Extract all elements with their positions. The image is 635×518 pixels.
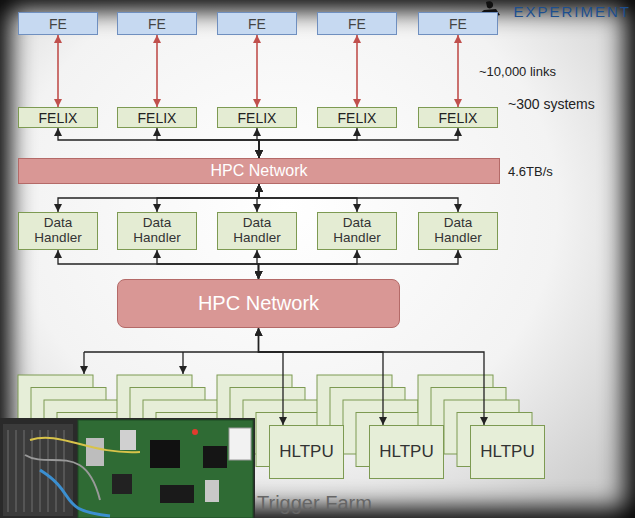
- bus-line: [84, 351, 259, 352]
- link-arrow: [156, 35, 158, 107]
- frontend-box: FE: [18, 12, 98, 35]
- node-text: HLTPU: [279, 442, 333, 462]
- node-text: Data Handler: [224, 216, 290, 246]
- frontend-box: FE: [418, 12, 498, 35]
- network-arrow: [259, 328, 284, 425]
- heat-sink-fins: [8, 430, 64, 512]
- hltpu-box: HLTPU: [269, 425, 344, 479]
- pcb: [78, 420, 253, 518]
- felix-box: FELIX: [317, 107, 397, 128]
- node-text: FELIX: [138, 110, 177, 126]
- network-arrow: [58, 128, 259, 158]
- component: [205, 480, 219, 502]
- bus-arrow: [182, 352, 183, 374]
- bandwidth-label: 4.6TB/s: [508, 164, 553, 179]
- board-photo: [0, 418, 255, 518]
- network-arrow: [58, 184, 259, 212]
- link-arrow: [457, 35, 459, 107]
- node-text: FE: [148, 16, 166, 32]
- chip: [150, 440, 180, 468]
- network-arrow: [259, 250, 459, 279]
- node-text: FE: [449, 16, 467, 32]
- node-text: HPC Network: [198, 292, 319, 315]
- node-text: FELIX: [338, 110, 377, 126]
- node-text: FELIX: [39, 110, 78, 126]
- network-band: HPC Network: [18, 158, 500, 184]
- node-text: HLTPU: [480, 442, 534, 462]
- logo-text: EXPERIMENT: [513, 3, 631, 20]
- link-arrow: [356, 35, 358, 107]
- cable: [30, 438, 140, 453]
- farm-label: Trigger Farm: [257, 492, 372, 515]
- network-arrow: [58, 250, 259, 279]
- chip: [112, 474, 132, 494]
- network-arrow: [259, 184, 458, 212]
- felix-box: FELIX: [117, 107, 197, 128]
- felix-box: FELIX: [18, 107, 98, 128]
- data-handler-box: Data Handler: [18, 212, 98, 250]
- node-text: FE: [248, 16, 266, 32]
- hltpu-box: HLTPU: [369, 425, 444, 479]
- node-text: Data Handler: [324, 216, 390, 246]
- chip: [160, 485, 194, 503]
- frontend-box: FE: [117, 12, 197, 35]
- network-arrow: [259, 328, 485, 425]
- chip: [203, 446, 227, 468]
- data-handler-box: Data Handler: [317, 212, 397, 250]
- node-text: HPC Network: [211, 162, 308, 180]
- component: [86, 438, 104, 466]
- node-text: FE: [49, 16, 67, 32]
- frontend-box: FE: [317, 12, 397, 35]
- node-text: Data Handler: [425, 216, 491, 246]
- component: [120, 430, 136, 450]
- bus-arrow: [83, 352, 84, 374]
- hltpu-box: HLTPU: [470, 425, 545, 479]
- network-arrow: [157, 184, 259, 212]
- node-text: FELIX: [439, 110, 478, 126]
- network-arrow: [157, 250, 259, 279]
- node-text: Data Handler: [124, 216, 190, 246]
- cable: [25, 455, 100, 500]
- felix-box: FELIX: [418, 107, 498, 128]
- data-handler-box: Data Handler: [418, 212, 498, 250]
- connector: [229, 428, 251, 460]
- network-arrow: [259, 128, 458, 158]
- network-arrow: [157, 128, 259, 158]
- link-arrow: [57, 35, 59, 107]
- cable: [40, 470, 110, 516]
- link-arrow: [256, 35, 258, 107]
- frontend-box: FE: [217, 12, 297, 35]
- felix-box: FELIX: [217, 107, 297, 128]
- node-text: Data Handler: [25, 216, 91, 246]
- network-arrow: [259, 128, 357, 158]
- network-box: HPC Network: [117, 279, 400, 328]
- photo-ground: [0, 418, 255, 518]
- data-handler-box: Data Handler: [117, 212, 197, 250]
- link-count: ~10,000 links: [479, 64, 556, 79]
- node-text: FELIX: [238, 110, 277, 126]
- system-count: ~300 systems: [508, 96, 595, 112]
- led: [192, 429, 198, 435]
- network-arrow: [259, 328, 384, 425]
- data-handler-box: Data Handler: [217, 212, 297, 250]
- node-text: HLTPU: [379, 442, 433, 462]
- bus-lines: [84, 352, 259, 374]
- node-text: FE: [348, 16, 366, 32]
